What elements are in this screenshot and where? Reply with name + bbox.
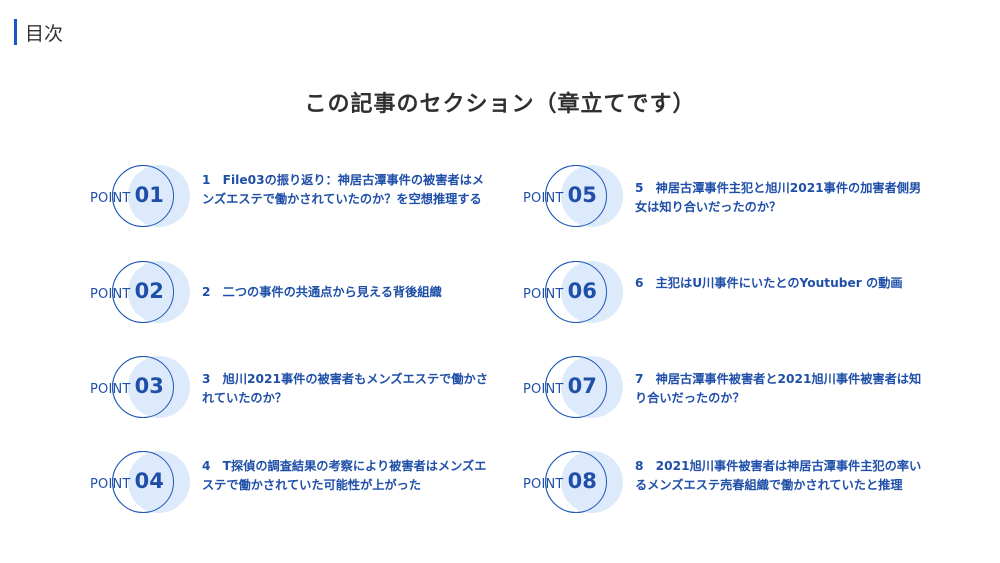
toc-label: 目次: [25, 22, 64, 45]
accent-bar: [14, 19, 17, 45]
point-number: 02: [134, 279, 164, 303]
point-badge: POINT 03: [90, 354, 200, 420]
point-item-4[interactable]: POINT 04 4 T探偵の調査結果の考察により被害者はメンズエステで働かされ…: [90, 449, 510, 519]
point-number: 01: [134, 183, 164, 207]
point-word: POINT: [90, 382, 131, 397]
point-word: POINT: [523, 191, 564, 206]
point-text[interactable]: 1 File03の振り返り：神居古潭事件の被害者はメンズエステで働かされていたの…: [202, 173, 484, 206]
point-text[interactable]: 8 2021旭川事件被害者は神居古潭事件主犯の率いるメンズエステ売春組織で働かさ…: [635, 459, 922, 492]
point-item-6[interactable]: POINT 06 6 主犯はU川事件にいたとのYoutuber の動画: [523, 259, 943, 329]
point-text[interactable]: 2 二つの事件の共通点から見える背後組織: [202, 285, 442, 299]
point-number: 07: [567, 374, 597, 398]
point-text[interactable]: 7 神居古潭事件被害者と2021旭川事件被害者は知り合いだったのか？: [635, 372, 922, 405]
point-badge: POINT 08: [523, 449, 633, 515]
point-item-3[interactable]: POINT 03 3 旭川2021事件の被害者もメンズエステで働かされていたのか…: [90, 354, 510, 424]
point-number: 03: [134, 374, 164, 398]
point-word: POINT: [90, 477, 131, 492]
point-badge: POINT 05: [523, 163, 633, 229]
point-number: 04: [134, 469, 164, 493]
point-item-2[interactable]: POINT 02 2 二つの事件の共通点から見える背後組織: [90, 259, 510, 329]
point-word: POINT: [90, 287, 131, 302]
point-word: POINT: [523, 287, 564, 302]
point-number: 05: [567, 183, 597, 207]
point-text[interactable]: 6 主犯はU川事件にいたとのYoutuber の動画: [635, 276, 903, 290]
point-badge: POINT 04: [90, 449, 200, 515]
point-word: POINT: [523, 382, 564, 397]
point-word: POINT: [523, 477, 564, 492]
page-title: この記事のセクション（章立てです）: [304, 92, 696, 117]
point-text[interactable]: 4 T探偵の調査結果の考察により被害者はメンズエステで働かされていた可能性が上が…: [202, 459, 487, 492]
point-badge: POINT 02: [90, 259, 200, 325]
point-text[interactable]: 5 神居古潭事件主犯と旭川2021事件の加害者側男女は知り合いだったのか？: [635, 181, 922, 214]
toc-header: 目次: [14, 19, 63, 45]
point-item-8[interactable]: POINT 08 8 2021旭川事件被害者は神居古潭事件主犯の率いるメンズエス…: [523, 449, 943, 519]
point-item-7[interactable]: POINT 07 7 神居古潭事件被害者と2021旭川事件被害者は知り合いだった…: [523, 354, 943, 424]
point-item-1[interactable]: POINT 01 1 File03の振り返り：神居古潭事件の被害者はメンズエステ…: [90, 163, 510, 233]
point-number: 06: [567, 279, 597, 303]
point-text[interactable]: 3 旭川2021事件の被害者もメンズエステで働かされていたのか？: [202, 372, 488, 405]
point-number: 08: [567, 469, 597, 493]
point-badge: POINT 06: [523, 259, 633, 325]
point-word: POINT: [90, 191, 131, 206]
point-badge: POINT 07: [523, 354, 633, 420]
point-badge: POINT 01: [90, 163, 200, 229]
point-item-5[interactable]: POINT 05 5 神居古潭事件主犯と旭川2021事件の加害者側男女は知り合い…: [523, 163, 943, 233]
